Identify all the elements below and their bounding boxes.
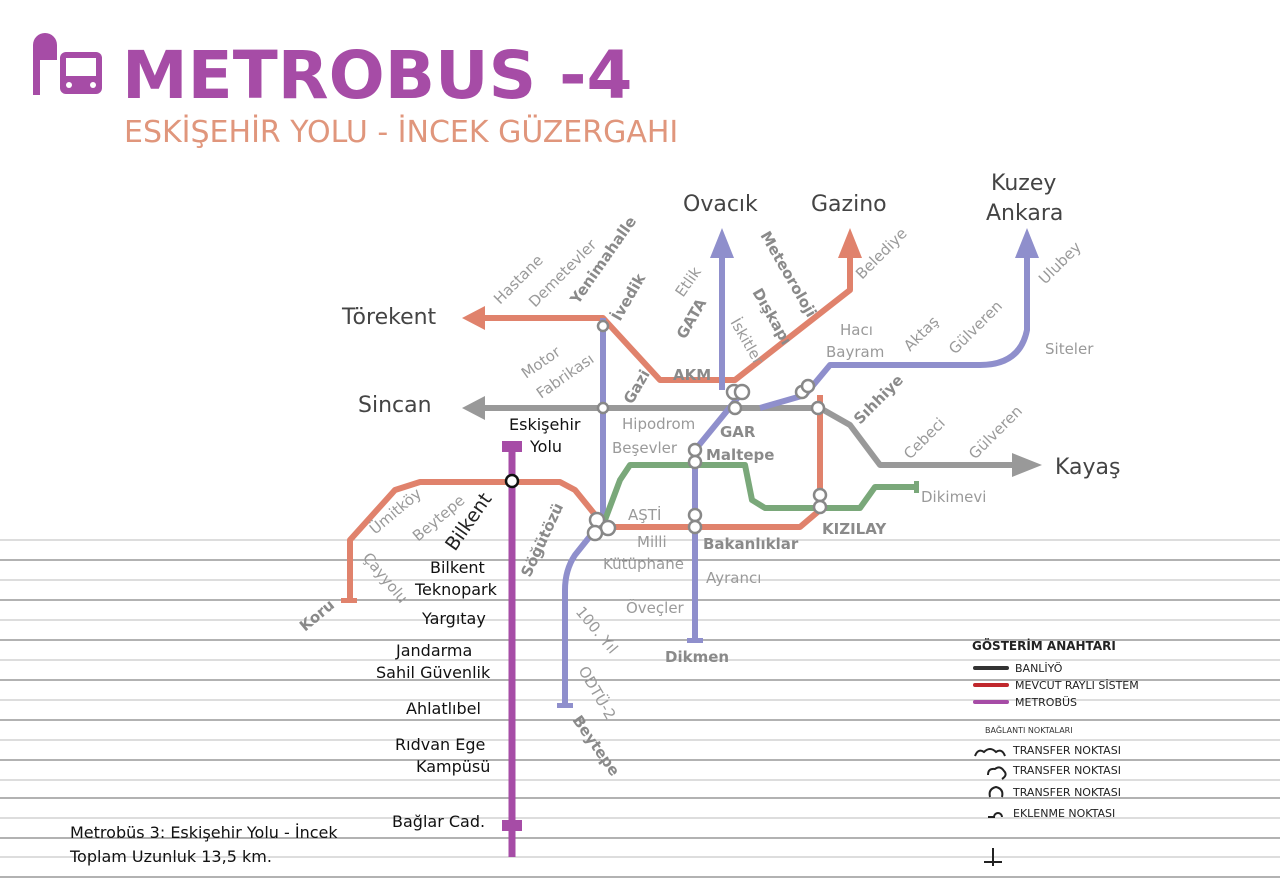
station-bakanliklar: Bakanlıklar <box>703 535 799 553</box>
arrow-kayas-icon <box>1012 453 1042 477</box>
arrow-sincan-icon <box>462 396 485 420</box>
station-cebeci: Cebeci <box>900 414 949 463</box>
transfer-points <box>504 319 828 542</box>
station-hipodrom: Hipodrom <box>622 415 695 433</box>
station-gulveren-2: Gülveren <box>965 402 1026 463</box>
station-bayram: Bayram <box>826 343 884 361</box>
station-sihhiye: Sıhhiye <box>850 371 907 428</box>
station-maltepe: Maltepe <box>706 446 774 464</box>
stop-eskisehir: Eskişehir <box>509 415 581 434</box>
station-ulubey: Ulubey <box>1035 238 1085 288</box>
station-cayyolu: Çayyolu <box>359 549 412 607</box>
dest-kuzey: Kuzey <box>991 171 1056 196</box>
legend: GÖSTERİM ANAHTARI BANLİYÖ MEVCUT RAYLI S… <box>972 638 1139 866</box>
line-green <box>602 462 915 522</box>
station-etlik: Etlik <box>672 263 705 300</box>
station-gar: GAR <box>720 423 756 441</box>
station-milli: Milli <box>637 533 667 551</box>
dest-sincan: Sincan <box>358 393 432 418</box>
stop-yargitay: Yargıtay <box>421 609 486 628</box>
legend-subtitle: BAĞLANTI NOKTALARI <box>985 724 1073 735</box>
station-koru: Koru <box>296 596 338 635</box>
station-ovecler: Öveçler <box>626 598 685 617</box>
page-title: METROBUS -4 <box>122 37 632 114</box>
dest-gazino: Gazino <box>811 192 887 217</box>
stop-baglar-cad: Bağlar Cad. <box>392 812 485 831</box>
page-subtitle: ESKİŞEHİR YOLU - İNCEK GÜZERGAHI <box>124 114 678 150</box>
stop-yolu: Yolu <box>529 437 562 456</box>
footer-length: Toplam Uzunluk 13,5 km. <box>69 847 272 866</box>
legend-item-rayli: MEVCUT RAYLI SİSTEM <box>1015 679 1139 692</box>
stop-ahlatlibel: Ahlatlıbel <box>406 699 481 718</box>
station-besevler: Beşevler <box>612 439 678 457</box>
legend-item-metrobus: METROBÜS <box>1015 696 1077 709</box>
station-dikmen: Dikmen <box>665 648 729 666</box>
bus-stop-logo-icon <box>33 33 102 95</box>
station-akm: AKM <box>673 366 711 384</box>
dest-ankara: Ankara <box>986 201 1063 226</box>
station-gulveren-1: Gülveren <box>945 297 1006 358</box>
arrow-gazino-icon <box>838 228 862 258</box>
legend-point-2: TRANSFER NOKTASI <box>1012 764 1121 777</box>
station-dikimevi: Dikimevi <box>921 488 986 506</box>
station-ayranci: Ayrancı <box>706 569 761 587</box>
station-iskitler: İskitler <box>727 315 769 369</box>
station-gata: GATA <box>673 295 711 342</box>
dest-ovacik: Ovacık <box>683 192 758 217</box>
station-haci: Hacı <box>840 321 873 339</box>
legend-point-3: TRANSFER NOKTASI <box>1012 786 1121 799</box>
station-kutuphane: Kütüphane <box>603 555 684 573</box>
arrow-torekent-icon <box>462 306 485 330</box>
station-asti: AŞTİ <box>628 505 661 524</box>
arrows <box>462 228 1042 477</box>
stop-sahil-guvenlik: Sahil Güvenlik <box>376 663 491 682</box>
stop-teknopark: Teknopark <box>414 580 498 599</box>
legend-point-4: EKLENME NOKTASI <box>1013 807 1115 820</box>
footer-line-name: Metrobüs 3: Eskişehir Yolu - İncek <box>70 823 338 842</box>
airport-icon <box>984 848 1002 866</box>
arrow-ovacik-icon <box>710 228 734 258</box>
transfer-point-icon <box>974 748 1007 818</box>
station-ivedik: İvedik <box>607 269 650 324</box>
stop-ridvan-ege: Rıdvan Ege <box>395 735 485 754</box>
line-end-caps <box>341 441 919 831</box>
stop-kampusu: Kampüsü <box>416 757 490 776</box>
line-gray <box>480 405 1020 468</box>
station-beytepe-2: Beytepe <box>569 712 624 779</box>
station-100-yil: 100. Yıl <box>572 603 622 657</box>
legend-item-banliyo: BANLİYÖ <box>1015 662 1063 675</box>
stop-bilkent: Bilkent <box>430 558 485 577</box>
arrow-kuzey-ankara-icon <box>1015 228 1039 258</box>
metrobus-stops: Eskişehir Yolu Bilkent Teknopark Yargıta… <box>376 415 581 831</box>
line-blue-1 <box>562 318 606 705</box>
dest-torekent: Törekent <box>341 305 437 330</box>
legend-title: GÖSTERİM ANAHTARI <box>972 638 1116 653</box>
stop-jandarma: Jandarma <box>395 641 472 660</box>
legend-point-1: TRANSFER NOKTASI <box>1012 744 1121 757</box>
station-belediye: Belediye <box>852 224 910 282</box>
line-blue-4 <box>759 255 1030 411</box>
line-rail-north <box>480 255 853 383</box>
station-gazi: Gazi <box>620 367 654 407</box>
dest-kayas: Kayaş <box>1055 455 1120 480</box>
station-siteler: Siteler <box>1045 340 1094 358</box>
station-kizilay: KIZILAY <box>822 520 887 538</box>
station-aktas: Aktaş <box>900 312 942 354</box>
line-rail-west <box>347 395 823 600</box>
background-lines <box>0 539 1280 878</box>
